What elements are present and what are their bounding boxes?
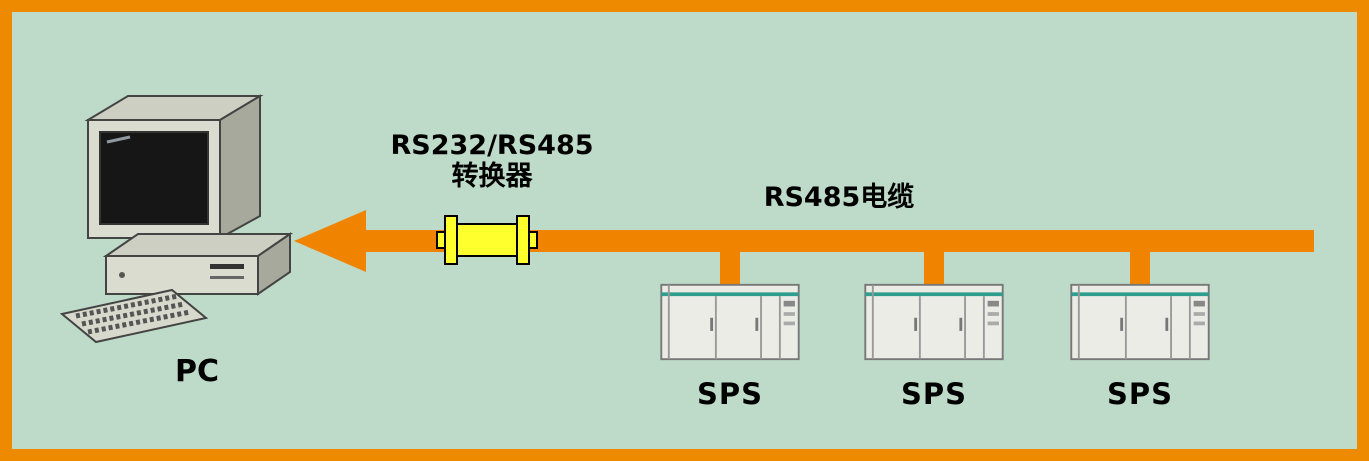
floppy-slot — [210, 264, 244, 269]
converter-label-line1: RS232/RS485 — [390, 130, 594, 161]
sps-cabinet-1 — [660, 283, 800, 361]
pc-illustration — [60, 94, 294, 344]
sps-label-1: SPS — [696, 377, 764, 411]
rs485-cable-line — [360, 230, 1314, 252]
cable-drop-2 — [924, 251, 944, 287]
converter-illustration — [436, 215, 538, 265]
cable-arrowhead — [294, 210, 366, 272]
sps-label-3: SPS — [1106, 377, 1174, 411]
sps-cabinet-2 — [864, 283, 1004, 361]
cable-drop-3 — [1130, 251, 1150, 287]
cable-drop-1 — [720, 251, 740, 287]
screen-glare — [106, 135, 131, 144]
rs485-cable-label: RS485电缆 — [763, 182, 915, 213]
sps-cabinet-3 — [1070, 283, 1210, 361]
converter-label: RS232/RS485 转换器 — [364, 130, 620, 192]
sps-label-2: SPS — [900, 377, 968, 411]
pc-label: PC — [174, 354, 219, 389]
converter-label-line2: 转换器 — [451, 161, 533, 193]
